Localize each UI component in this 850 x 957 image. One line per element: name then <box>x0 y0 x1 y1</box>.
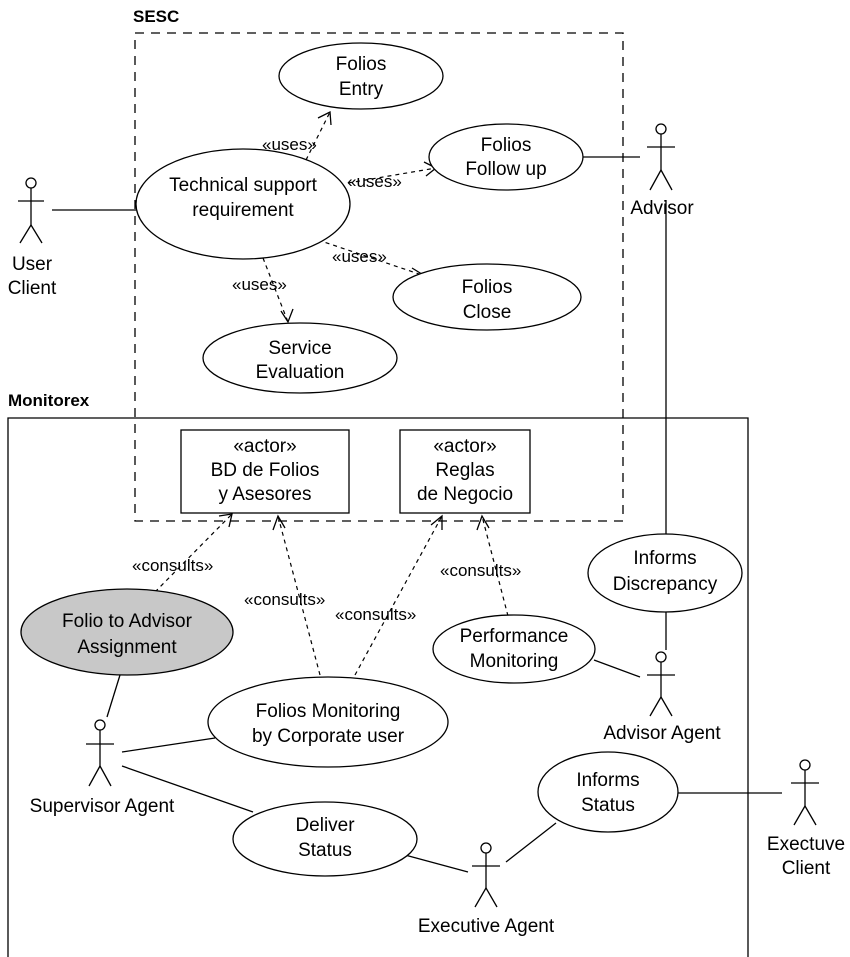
assoc-executive-deliver <box>404 854 469 873</box>
use-case-service-evaluation: Service Evaluation <box>202 322 398 394</box>
actor-box-reglas: «actor» Reglas de Negocio <box>399 429 531 514</box>
svg-text:Discrepancy: Discrepancy <box>613 574 718 595</box>
monitorex-package-frame <box>7 417 749 957</box>
use-case-informs-discrepancy: Informs Discrepancy <box>587 533 743 613</box>
uses-label-evaluation: «uses» <box>232 275 287 294</box>
svg-text:Client: Client <box>782 858 831 879</box>
consults-label-assignment: «consults» <box>132 556 213 575</box>
use-case-informs-status: Informs Status <box>537 751 679 833</box>
uses-label-followup: «uses» <box>347 172 402 191</box>
svg-text:Folios Monitoring: Folios Monitoring <box>256 701 401 722</box>
svg-text:Folios: Folios <box>481 135 532 156</box>
svg-text:«actor»: «actor» <box>433 436 496 457</box>
svg-text:Entry: Entry <box>339 79 384 100</box>
svg-text:Reglas: Reglas <box>435 460 494 481</box>
svg-text:Advisor Agent: Advisor Agent <box>603 723 721 744</box>
svg-text:Deliver: Deliver <box>295 815 355 836</box>
svg-text:Service: Service <box>268 338 331 359</box>
svg-text:Folios: Folios <box>462 277 513 298</box>
actor-executive-client: Exectuve Client <box>767 759 845 879</box>
use-case-folios-close: Folios Close <box>392 263 582 331</box>
use-case-technical-support: Technical support requirement <box>135 148 351 260</box>
svg-text:BD de Folios: BD de Folios <box>211 460 320 481</box>
actor-user-client: User Client <box>8 177 57 299</box>
svg-text:«actor»: «actor» <box>233 436 296 457</box>
dep-uses-entry <box>305 110 332 161</box>
svg-text:Follow up: Follow up <box>465 159 546 180</box>
use-case-performance-monitoring: Performance Monitoring <box>432 614 596 684</box>
svg-text:Supervisor Agent: Supervisor Agent <box>30 796 175 817</box>
use-case-folio-to-advisor: Folio to Advisor Assignment <box>20 588 234 676</box>
svg-text:Close: Close <box>463 302 512 323</box>
assoc-supervisor-monitoring <box>121 737 216 753</box>
actor-executive-agent: Executive Agent <box>418 842 555 937</box>
uses-label-entry: «uses» <box>262 135 317 154</box>
svg-text:Assignment: Assignment <box>77 637 177 658</box>
use-case-folios-follow-up: Folios Follow up <box>428 123 584 191</box>
actor-advisor-agent: Advisor Agent <box>603 651 721 744</box>
use-case-folios-monitoring: Folios Monitoring by Corporate user <box>207 676 449 768</box>
uses-label-close: «uses» <box>332 247 387 266</box>
svg-text:Status: Status <box>298 840 352 861</box>
monitorex-package-label: Monitorex <box>8 391 90 410</box>
actor-advisor: Advisor <box>630 123 694 219</box>
dep-consults-monitoring-reglas <box>354 514 443 676</box>
assoc-supervisor-assignment <box>106 674 121 718</box>
svg-text:Monitoring: Monitoring <box>470 651 559 672</box>
svg-text:Executive Agent: Executive Agent <box>418 916 555 937</box>
svg-text:Advisor: Advisor <box>630 198 694 219</box>
assoc-supervisor-deliver <box>121 765 254 813</box>
svg-text:requirement: requirement <box>192 200 294 221</box>
svg-text:by Corporate user: by Corporate user <box>252 726 405 747</box>
svg-text:Technical support: Technical support <box>169 175 318 196</box>
svg-text:Client: Client <box>8 278 57 299</box>
svg-text:Evaluation: Evaluation <box>256 362 345 383</box>
svg-text:Exectuve: Exectuve <box>767 834 845 855</box>
svg-text:User: User <box>12 254 53 275</box>
dep-consults-monitoring-bd <box>272 514 321 676</box>
use-case-folios-entry: Folios Entry <box>278 42 444 110</box>
dep-uses-evaluation <box>262 257 294 324</box>
sesc-package-label: SESC <box>133 7 179 26</box>
svg-text:Folios: Folios <box>336 54 387 75</box>
actor-box-bd-folios: «actor» BD de Folios y Asesores <box>180 429 350 514</box>
consults-label-monitoring-reglas: «consults» <box>335 605 416 624</box>
svg-text:Status: Status <box>581 795 635 816</box>
dep-consults-assignment <box>154 513 233 593</box>
dep-consults-performance <box>476 514 509 617</box>
sesc-package-frame <box>134 32 624 522</box>
svg-text:Folio to Advisor: Folio to Advisor <box>62 611 193 632</box>
consults-label-performance: «consults» <box>440 561 521 580</box>
svg-text:Informs: Informs <box>576 770 639 791</box>
consults-label-monitoring-bd: «consults» <box>244 590 325 609</box>
assoc-executive-informs <box>505 822 557 863</box>
actor-supervisor-agent: Supervisor Agent <box>30 719 175 817</box>
assoc-advisoragent-performance <box>593 659 641 678</box>
svg-text:y Asesores: y Asesores <box>219 484 312 505</box>
svg-text:de Negocio: de Negocio <box>417 484 513 505</box>
use-case-deliver-status: Deliver Status <box>232 801 418 877</box>
svg-text:Performance: Performance <box>460 626 569 647</box>
svg-text:Informs: Informs <box>633 548 696 569</box>
